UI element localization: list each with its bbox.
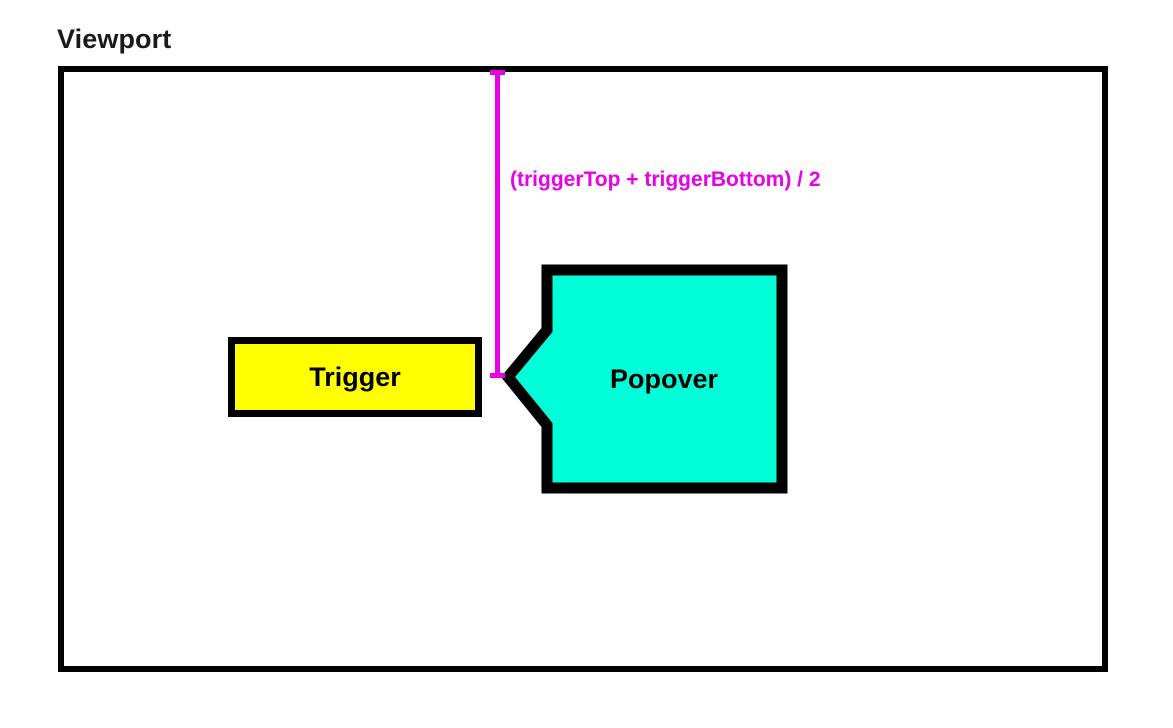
measurement-line bbox=[495, 70, 500, 378]
page-title: Viewport bbox=[57, 24, 172, 54]
trigger-box[interactable]: Trigger bbox=[228, 337, 482, 417]
popover-shape-icon bbox=[500, 264, 788, 494]
measurement-cap-top-icon bbox=[490, 70, 505, 75]
trigger-label: Trigger bbox=[309, 361, 401, 392]
measurement-cap-bottom-icon bbox=[490, 373, 505, 378]
popover-box[interactable]: Popover bbox=[500, 262, 790, 496]
measurement-label: (triggerTop + triggerBottom) / 2 bbox=[510, 168, 821, 191]
